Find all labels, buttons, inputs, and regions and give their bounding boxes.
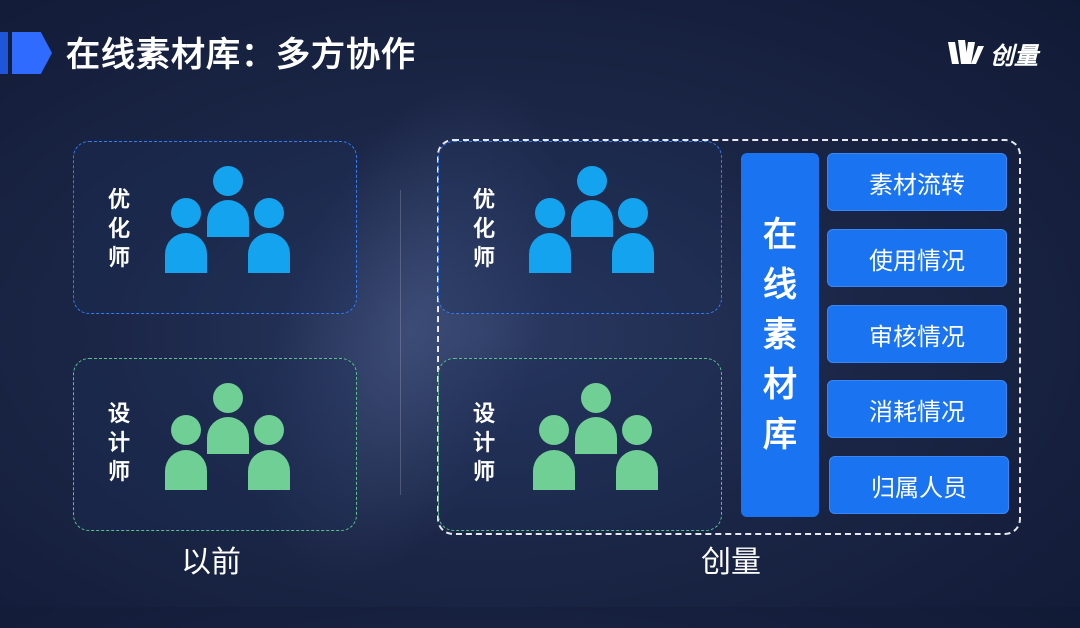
feature-label: 归属人员	[871, 473, 967, 502]
feature-item: 使用情况	[827, 229, 1007, 287]
online-library-label: 在 线 素 材 库	[763, 215, 797, 455]
after-optimizer-label: 优 化 师	[472, 188, 495, 271]
before-designer-people-icon	[165, 383, 290, 490]
before-designer-label: 设 计 师	[107, 402, 130, 485]
feature-item: 归属人员	[829, 456, 1009, 514]
before-caption: 以前	[181, 545, 241, 580]
feature-item: 消耗情况	[827, 380, 1007, 438]
feature-label: 使用情况	[869, 246, 965, 275]
before-optimizer-people-icon	[165, 166, 290, 273]
column-divider	[400, 190, 401, 495]
online-library-block: 在 线 素 材 库	[741, 153, 819, 517]
before-optimizer-label: 优 化 师	[107, 188, 130, 271]
feature-label: 审核情况	[869, 322, 965, 351]
after-outer-box	[437, 139, 1021, 535]
after-designer-label: 设 计 师	[472, 402, 495, 485]
brand-logo-icon	[948, 40, 984, 64]
feature-item: 素材流转	[827, 153, 1007, 211]
after-caption: 创量	[701, 545, 761, 580]
feature-label: 消耗情况	[869, 397, 965, 426]
feature-label: 素材流转	[869, 170, 965, 199]
title-accent-bar	[0, 32, 52, 74]
brand-name: 创量	[990, 41, 1038, 70]
after-optimizer-people-icon	[529, 166, 654, 273]
after-designer-people-icon	[533, 383, 658, 490]
page-title: 在线素材库：多方协作	[66, 35, 416, 75]
brand-logo: 创量	[946, 36, 1038, 70]
feature-item: 审核情况	[827, 305, 1007, 363]
